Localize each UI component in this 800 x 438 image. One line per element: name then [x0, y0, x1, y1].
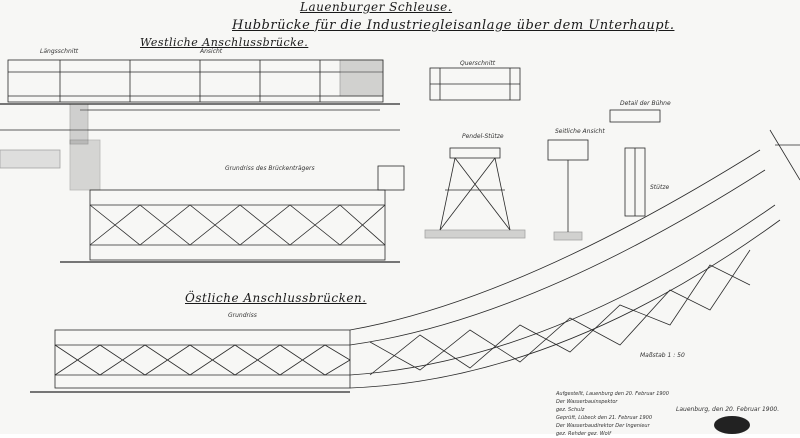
title-west: Westliche Anschlussbrücke. [140, 36, 309, 49]
label-ansicht: Ansicht [200, 48, 223, 55]
label-stuetze: Stütze [650, 184, 670, 191]
title-top: Lauenburger Schleuse. [300, 0, 453, 14]
label-grundriss-west: Grundriss des Brückenträgers [225, 165, 315, 172]
archive-stamp [714, 416, 750, 434]
label-pendel: Pendel-Stütze [462, 133, 504, 140]
label-grundriss-east: Grundriss [228, 312, 257, 319]
label-laengsschnitt: Längsschnitt [40, 48, 79, 55]
approval-notes: Aufgestellt, Lauenburg den 20. Februar 1… [556, 391, 669, 437]
label-seitliche-ansicht: Seitliche Ansicht [555, 128, 605, 135]
label-massstab: Maßstab 1 : 50 [640, 352, 685, 359]
title-east: Östliche Anschlussbrücken. [185, 291, 367, 305]
label-querschnitt: Querschnitt [460, 60, 496, 67]
label-detail: Detail der Bühne [620, 100, 671, 107]
title-main: Hubbrücke für die Industriegleisanlage ü… [232, 18, 675, 33]
signature-note: Lauenburg, den 20. Februar 1900. [676, 406, 780, 413]
